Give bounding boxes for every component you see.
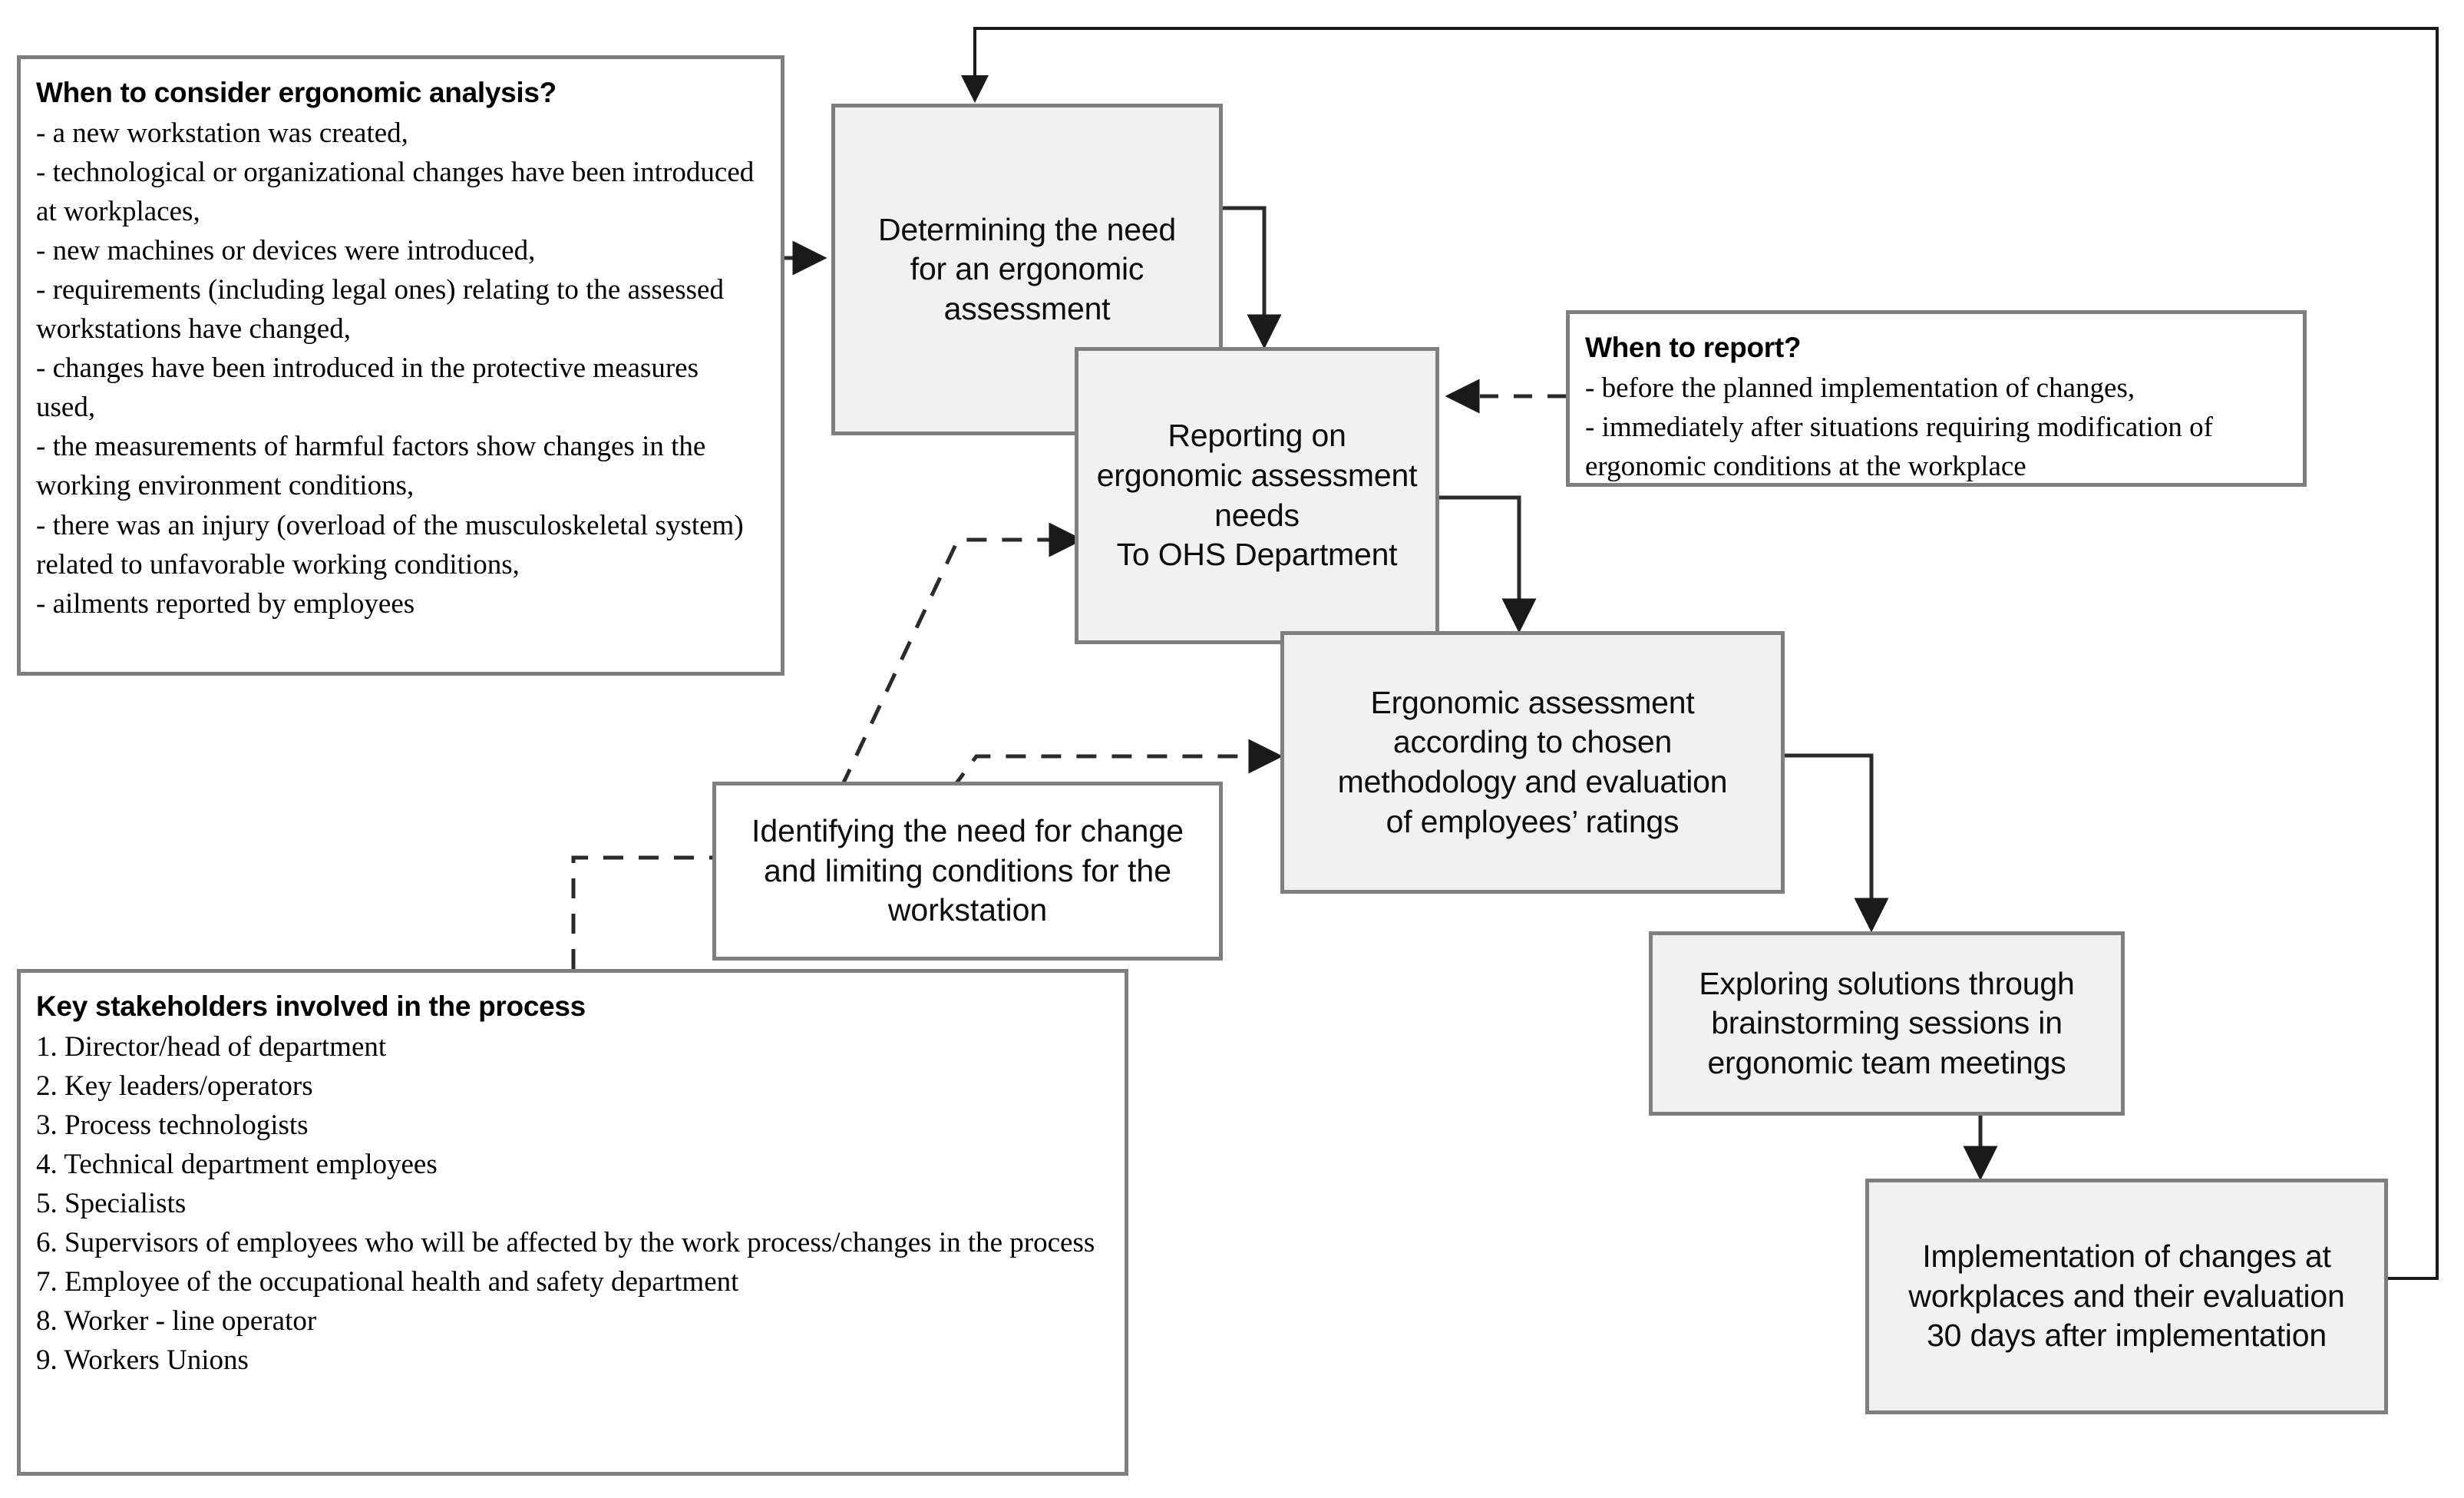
connector-determining-to-reporting — [1223, 206, 1282, 349]
note-title-when-to-consider: When to consider ergonomic analysis? — [36, 77, 557, 108]
note-line: 8. Worker - line operator — [36, 1305, 317, 1338]
note-line: 6. Supervisors of employees who will be … — [36, 1227, 1095, 1259]
note-line: - a new workstation was created, — [36, 117, 408, 150]
process-line: Implementation of changes at — [1922, 1238, 2331, 1275]
process-implementation-of-changes: Implementation of changes at workplaces … — [1865, 1179, 2388, 1414]
note-line: - ailments reported by employees — [36, 587, 415, 620]
process-line: workplaces and their evaluation — [1908, 1278, 2345, 1314]
process-line: Determining the need — [877, 211, 1177, 247]
note-line: - changes have been introduced in the pr… — [36, 352, 699, 424]
note-line: 4. Technical department employees — [36, 1149, 438, 1181]
process-line: assessment — [943, 290, 1111, 326]
process-identifying-need-for-change: Identifying the need for change and limi… — [712, 782, 1223, 961]
process-line: workstation — [887, 892, 1048, 928]
process-line: methodology and evaluation — [1337, 764, 1728, 799]
note-key-stakeholders: Key stakeholders involved in the process… — [17, 969, 1128, 1476]
note-line: - before the planned implementation of c… — [1585, 372, 2135, 405]
process-line: and limiting conditions for the — [763, 852, 1172, 888]
process-line: brainstorming sessions in — [1711, 1005, 2063, 1041]
note-line: - the measurements of harmful factors sh… — [36, 431, 706, 502]
note-line: 3. Process technologists — [36, 1109, 309, 1142]
note-line: - there was an injury (overload of the m… — [36, 509, 744, 580]
process-exploring-solutions-brainstorming: Exploring solutions through brainstormin… — [1649, 931, 2125, 1116]
note-line: - new machines or devices were introduce… — [36, 235, 536, 267]
process-line: To OHS Department — [1116, 537, 1398, 573]
note-title-key-stakeholders: Key stakeholders involved in the process — [36, 990, 586, 1022]
process-line: needs — [1214, 497, 1300, 533]
note-line: 5. Specialists — [36, 1188, 187, 1220]
process-line: ergonomic assessment — [1096, 457, 1418, 493]
note-title-when-to-report: When to report? — [1585, 332, 1802, 363]
note-line: - requirements (including legal ones) re… — [36, 274, 724, 346]
process-reporting-ergonomic-assessment-needs: Reporting on ergonomic assessment needs … — [1075, 347, 1439, 644]
connector-reporting-to-assessment — [1438, 495, 1537, 633]
process-line: ergonomic team meetings — [1707, 1044, 2066, 1080]
note-line: 9. Workers Unions — [36, 1344, 249, 1377]
process-line: Ergonomic assessment — [1370, 684, 1695, 720]
process-line: for an ergonomic — [910, 251, 1144, 287]
note-when-to-report: When to report? - before the planned imp… — [1566, 310, 2307, 487]
note-line: - immediately after situations requiring… — [1585, 412, 2213, 483]
note-line: 7. Employee of the occupational health a… — [36, 1266, 739, 1298]
note-line: 1. Director/head of department — [36, 1031, 387, 1063]
process-determining-need: Determining the need for an ergonomic as… — [831, 104, 1223, 435]
connector-assessment-to-exploring — [1785, 753, 1889, 933]
process-line: 30 days after implementation — [1927, 1318, 2327, 1354]
process-line: according to chosen — [1392, 724, 1673, 760]
process-ergonomic-assessment-methodology: Ergonomic assessment according to chosen… — [1280, 631, 1785, 894]
note-when-to-consider-ergonomic-analysis: When to consider ergonomic analysis? - a… — [17, 55, 784, 676]
note-line: - technological or organizational change… — [36, 157, 755, 228]
note-line: 2. Key leaders/operators — [36, 1070, 313, 1103]
process-line: of employees’ ratings — [1386, 803, 1680, 839]
process-line: Reporting on — [1168, 418, 1346, 454]
process-line: Identifying the need for change — [751, 813, 1184, 849]
process-line: Exploring solutions through — [1699, 965, 2075, 1001]
